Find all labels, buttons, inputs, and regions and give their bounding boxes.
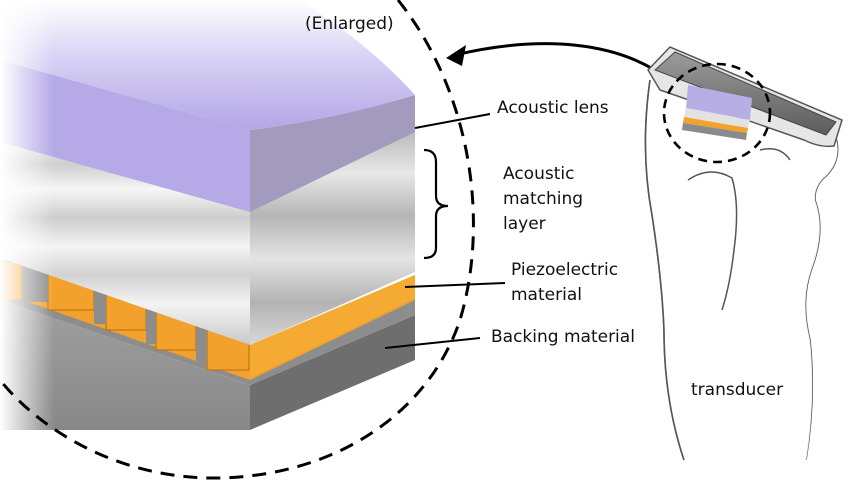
enlarged-circle-outline [0, 0, 475, 480]
backing-upper [0, 280, 415, 385]
piezo-layer [0, 255, 415, 380]
probe-mini-lens [686, 85, 752, 120]
label-backing: Backing material [491, 327, 635, 347]
enlarge-arrow [454, 42, 673, 84]
enlarged-note: (Enlarged) [305, 14, 394, 34]
label-acoustic-lens: Acoustic lens [497, 98, 609, 118]
matching-brace [423, 148, 449, 260]
transducer-probe [644, 45, 843, 462]
enlarged-cross-section [0, 0, 415, 499]
label-matching-line-3: layer [503, 214, 546, 234]
leader-lines [384, 113, 506, 349]
label-piezo-line-2: material [511, 285, 582, 305]
probe-mini-piezo [683, 117, 748, 133]
probe-fill [645, 45, 838, 462]
probe-highlight-circle [662, 62, 772, 164]
label-matching-line-1: Acoustic [503, 164, 575, 184]
probe-mini-match [684, 108, 750, 128]
probe-mini-backing [682, 123, 747, 140]
probe-grip-line [687, 148, 791, 311]
arrow-head [446, 45, 466, 66]
label-matching-line-2: matching [503, 189, 584, 209]
probe-body-outline [644, 79, 685, 461]
label-transducer: transducer [691, 380, 784, 400]
label-piezo-line-1: Piezoelectric [511, 260, 619, 280]
